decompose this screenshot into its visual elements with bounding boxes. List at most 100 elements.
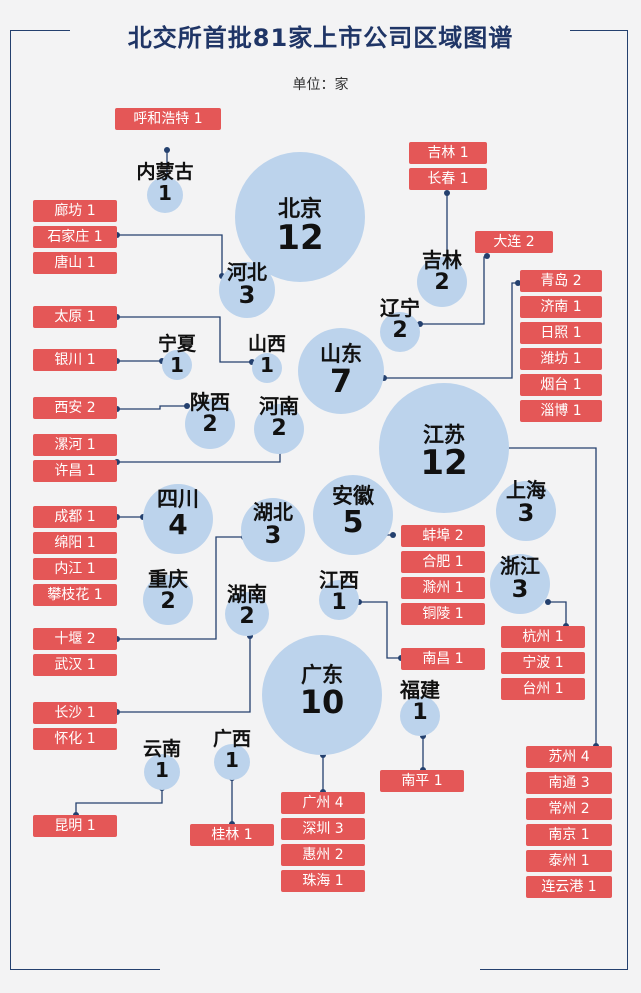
province-name: 河北	[227, 260, 267, 284]
city-box: 宁波 1	[501, 652, 585, 674]
province-bubble-guangxi	[214, 744, 250, 780]
province-name: 内蒙古	[136, 161, 194, 183]
city-box: 昆明 1	[33, 815, 117, 837]
connector-line	[117, 234, 223, 276]
province-count: 1	[260, 352, 274, 377]
city-box: 日照 1	[520, 322, 602, 344]
city-box: 广州 4	[281, 792, 365, 814]
province-count: 1	[170, 352, 184, 377]
city-box: 许昌 1	[33, 460, 117, 482]
province-name: 辽宁	[380, 296, 420, 320]
connector-dot	[164, 147, 170, 153]
connector-line	[496, 447, 597, 746]
city-box: 漯河 1	[33, 434, 117, 456]
province-name: 广东	[301, 663, 343, 687]
province-name: 浙江	[500, 554, 540, 578]
province-name: 山西	[247, 333, 286, 355]
province-bubble-liaoning	[380, 312, 420, 352]
province-bubble-shanxi	[252, 353, 282, 383]
city-box: 唐山 1	[33, 252, 117, 274]
city-box: 铜陵 1	[401, 603, 485, 625]
province-count: 1	[225, 747, 239, 772]
province-bubble-hunan	[225, 592, 269, 636]
province-count: 1	[412, 700, 428, 725]
city-box: 绵阳 1	[33, 532, 117, 554]
province-bubble-henan	[254, 404, 304, 454]
connector-line	[359, 601, 401, 659]
city-box: 青岛 2	[520, 270, 602, 292]
province-bubble-chongqing	[143, 575, 193, 625]
province-bubble-neimenggu	[147, 177, 183, 213]
city-box: 西安 2	[33, 397, 117, 419]
province-count: 10	[299, 683, 345, 722]
city-box: 武汉 1	[33, 654, 117, 676]
city-box: 滁州 1	[401, 577, 485, 599]
province-bubble-jiangsu	[379, 383, 509, 513]
city-box: 珠海 1	[281, 870, 365, 892]
province-name: 湖南	[227, 582, 267, 606]
city-box: 长沙 1	[33, 702, 117, 724]
city-box: 南京 1	[526, 824, 612, 846]
province-count: 3	[517, 499, 535, 527]
province-count: 2	[160, 589, 176, 614]
province-name: 江西	[319, 568, 359, 592]
title-backdrop	[70, 14, 570, 50]
province-name: 江苏	[423, 423, 465, 447]
province-count: 4	[168, 508, 188, 542]
city-box: 十堰 2	[33, 628, 117, 650]
connector-line	[117, 405, 187, 410]
province-name: 重庆	[148, 567, 188, 591]
province-count: 2	[434, 270, 450, 295]
province-count: 5	[342, 505, 364, 541]
province-name: 吉林	[422, 248, 462, 272]
province-count: 12	[420, 443, 468, 484]
city-box: 大连 2	[475, 231, 553, 253]
province-bubble-ningxia	[162, 350, 192, 380]
province-count: 2	[239, 604, 255, 629]
city-box: 长春 1	[409, 168, 487, 190]
province-name: 宁夏	[157, 333, 196, 355]
province-count: 2	[202, 412, 218, 437]
province-count: 1	[331, 590, 347, 615]
city-box: 常州 2	[526, 798, 612, 820]
province-count: 1	[155, 757, 169, 782]
province-name: 上海	[506, 478, 546, 502]
province-bubble-hubei	[241, 498, 305, 562]
connector-dot	[515, 280, 521, 286]
connector-line	[117, 636, 251, 713]
province-bubble-fujian	[400, 696, 440, 736]
province-name: 山东	[320, 342, 362, 366]
province-name: 安徽	[332, 484, 374, 508]
city-box: 淄博 1	[520, 400, 602, 422]
connector-dot	[545, 599, 551, 605]
province-bubble-hebei	[219, 262, 275, 318]
city-box: 太原 1	[33, 306, 117, 328]
city-box: 怀化 1	[33, 728, 117, 750]
city-box: 银川 1	[33, 349, 117, 371]
bottom-frame-gap	[160, 960, 480, 980]
city-box: 成都 1	[33, 506, 117, 528]
province-name: 广西	[212, 728, 251, 750]
city-box: 杭州 1	[501, 626, 585, 648]
connector-line	[117, 316, 252, 363]
province-bubble-zhejiang	[490, 554, 550, 614]
province-bubble-beijing	[235, 152, 365, 282]
province-name: 湖北	[253, 500, 293, 524]
city-box: 济南 1	[520, 296, 602, 318]
province-count: 12	[276, 218, 324, 259]
